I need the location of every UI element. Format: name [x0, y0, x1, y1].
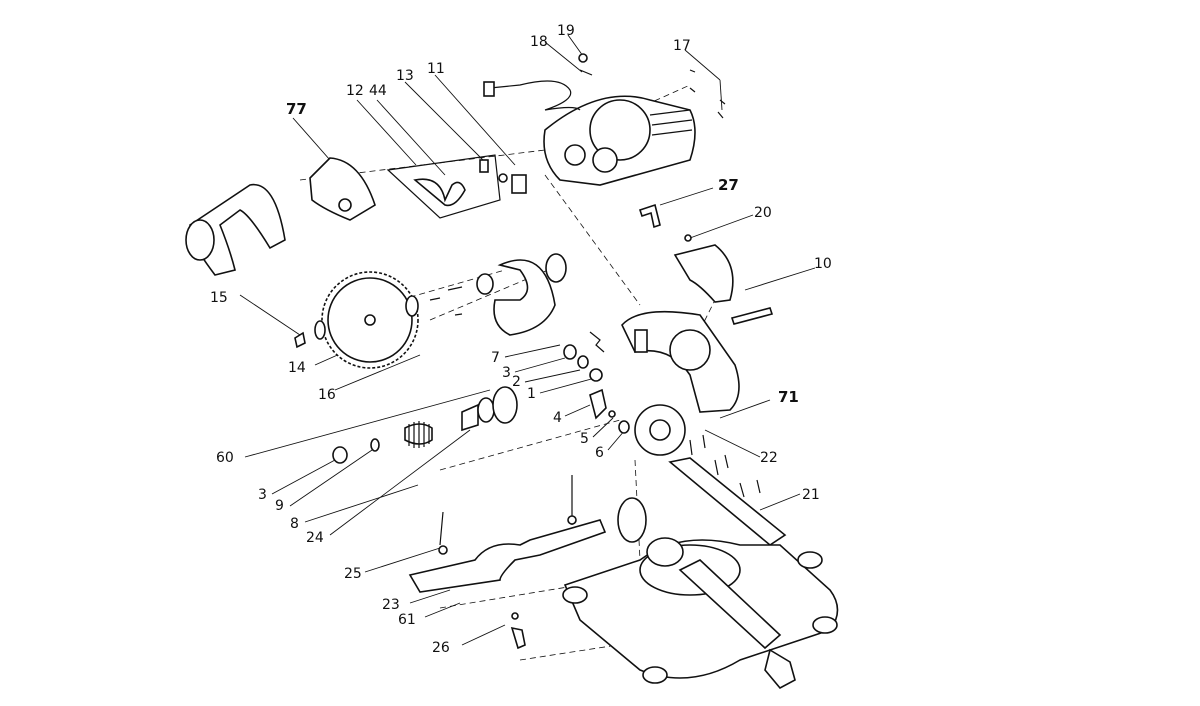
lower-blade-guard — [429, 253, 567, 336]
label-4: 4 — [553, 410, 562, 426]
label-61: 61 — [398, 612, 416, 628]
label-22: 22 — [760, 450, 778, 466]
flange-16 — [405, 295, 419, 317]
linkage-bracket — [386, 154, 527, 219]
label-26: 26 — [432, 640, 450, 656]
fence-assembly — [408, 475, 607, 593]
small-pivot-parts — [563, 331, 630, 434]
label-3-lower: 3 — [258, 487, 267, 503]
label-14: 14 — [288, 360, 306, 376]
label-21: 21 — [802, 487, 820, 503]
clamp-26 — [510, 612, 526, 650]
insert-plate — [617, 497, 647, 543]
label-27: 27 — [718, 176, 739, 194]
label-19: 19 — [557, 23, 575, 39]
hex-key-27 — [638, 203, 661, 229]
label-13: 13 — [396, 68, 414, 84]
label-18: 18 — [530, 34, 548, 50]
label-10: 10 — [814, 256, 832, 272]
screws-17 — [689, 69, 726, 119]
upper-blade-guard — [185, 183, 286, 276]
handle-20 — [673, 234, 734, 303]
spring-assembly — [332, 386, 518, 464]
label-7: 7 — [491, 350, 500, 366]
rail-21 — [668, 457, 787, 546]
saw-blade-15 — [321, 271, 419, 369]
label-77: 77 — [286, 100, 307, 118]
label-9: 9 — [275, 498, 284, 514]
screws-22 — [689, 434, 761, 498]
label-3-upper: 3 — [502, 365, 511, 381]
pivot-pin-10 — [730, 307, 774, 325]
power-cord — [483, 53, 593, 111]
label-60: 60 — [216, 450, 234, 466]
label-24: 24 — [306, 530, 324, 546]
blade-guard-cover-77 — [309, 157, 376, 221]
label-15: 15 — [210, 290, 228, 306]
label-71: 71 — [778, 388, 799, 406]
label-11: 11 — [427, 61, 445, 77]
label-17: 17 — [673, 38, 691, 54]
base — [562, 537, 839, 690]
label-20: 20 — [754, 205, 772, 221]
label-6: 6 — [595, 445, 604, 461]
motor-housing — [543, 95, 696, 186]
label-1: 1 — [527, 386, 536, 402]
label-25: 25 — [344, 566, 362, 582]
label-8: 8 — [290, 516, 299, 532]
arm-bracket — [621, 310, 740, 456]
label-23: 23 — [382, 597, 400, 613]
flange-14 — [294, 320, 326, 349]
part-labels: 77 44 12 13 11 18 19 17 27 20 10 15 14 1… — [210, 23, 832, 656]
label-12: 12 — [346, 83, 364, 99]
label-44: 44 — [369, 83, 387, 99]
label-16: 16 — [318, 387, 336, 403]
label-5: 5 — [580, 431, 589, 447]
label-2: 2 — [512, 374, 521, 390]
